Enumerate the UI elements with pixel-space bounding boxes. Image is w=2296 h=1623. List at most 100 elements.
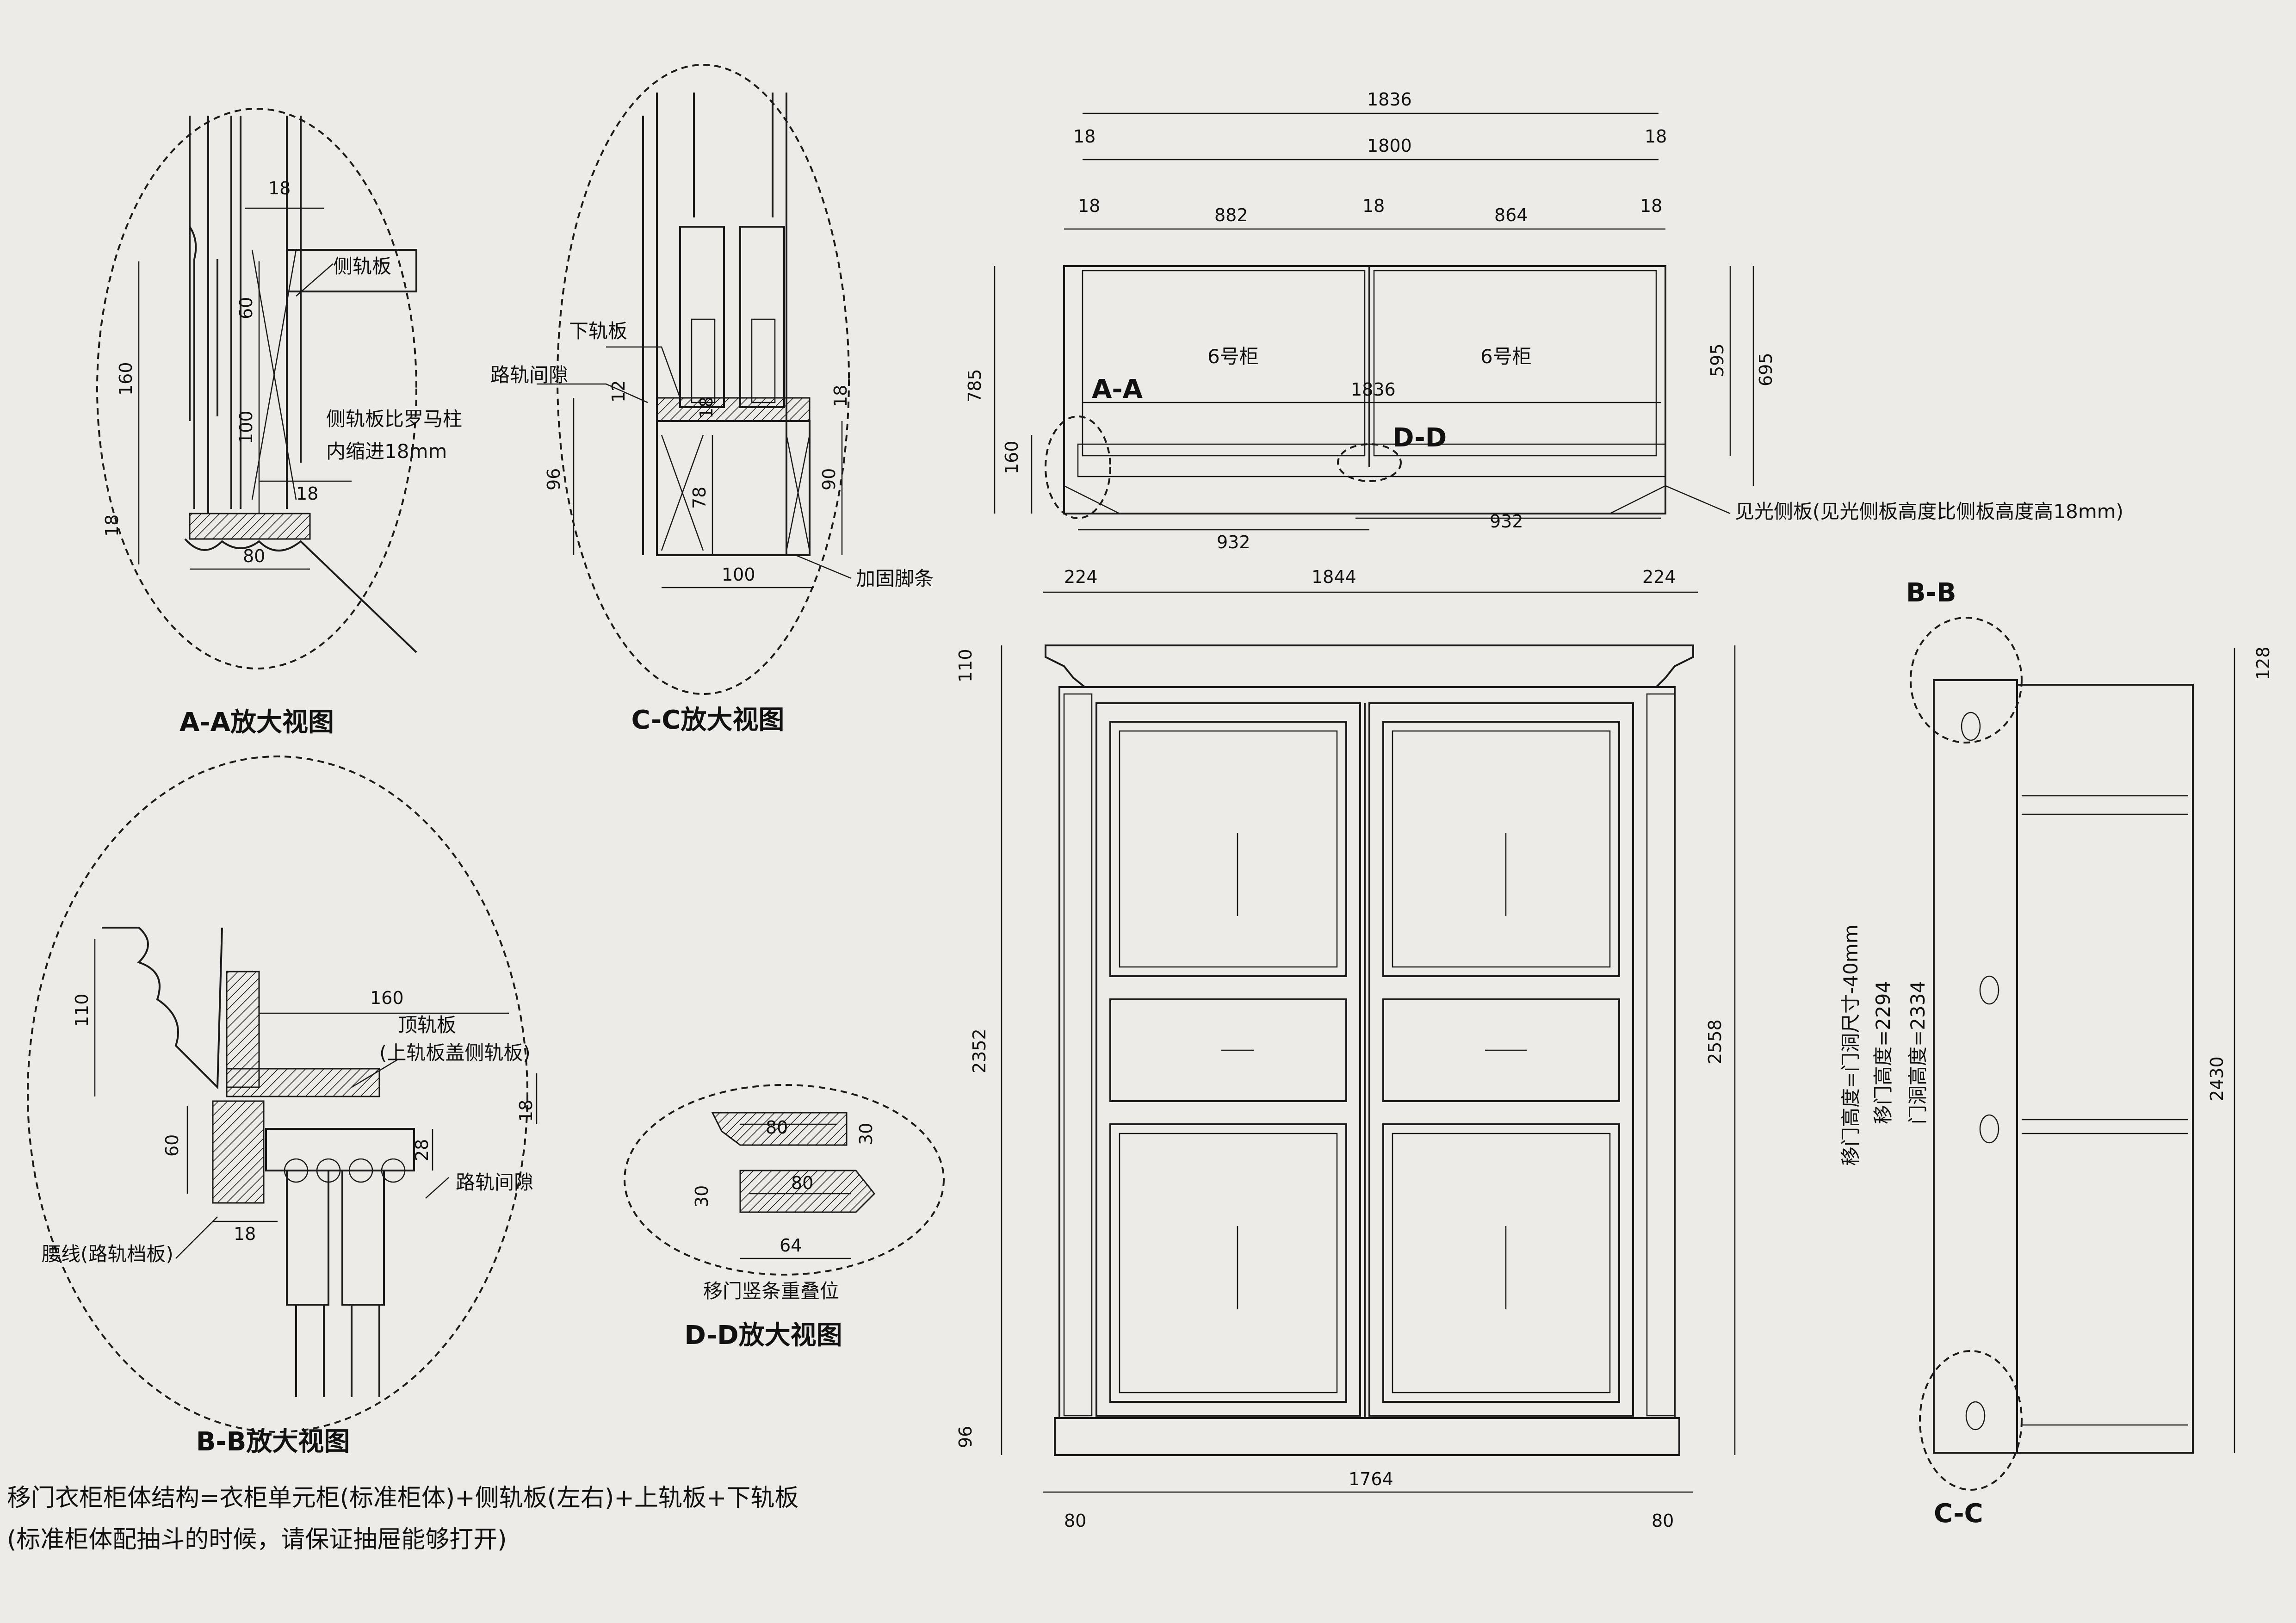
bb-dim-text-18a: 18 bbox=[234, 1224, 256, 1244]
plan-cabinet-left bbox=[1082, 270, 1366, 457]
cc-frame-lines bbox=[642, 93, 787, 555]
aa-dim-text-18-mid: 18 bbox=[296, 483, 318, 504]
front-text-80a: 80 bbox=[1064, 1511, 1086, 1531]
side-text-128: 128 bbox=[2253, 646, 2273, 680]
plan-label-aa: A-A bbox=[1092, 374, 1143, 404]
detail-cc: 下轨板 路轨间隙 12 18 18 96 78 90 100 加固脚条 C-C放… bbox=[490, 64, 934, 735]
front-panel-l3-inner bbox=[1119, 1133, 1338, 1394]
front-text-96: 96 bbox=[955, 1426, 976, 1448]
side-hardware bbox=[1961, 712, 1999, 1431]
bb-leader-gap bbox=[425, 1177, 449, 1199]
aa-dim-text-80: 80 bbox=[243, 546, 265, 566]
cc-plinth bbox=[656, 420, 811, 556]
aa-title: A-A放大视图 bbox=[179, 707, 334, 737]
front-text-1764: 1764 bbox=[1349, 1469, 1393, 1489]
plan-label-dd: D-D bbox=[1392, 423, 1447, 453]
front-text-80b: 80 bbox=[1652, 1511, 1674, 1531]
dd-dim-text-64: 64 bbox=[780, 1235, 802, 1256]
front-pilaster-right bbox=[1646, 693, 1676, 1417]
plan-text-1844: 1844 bbox=[1312, 567, 1356, 587]
bb-rail-track bbox=[265, 1128, 415, 1171]
detail-aa: 18 60 160 100 18 18 80 侧轨板 侧轨板比罗马柱 内缩进18… bbox=[96, 108, 462, 737]
detail-bb: 160 顶轨板 (上轨板盖侧轨板) 110 60 18 18 28 路轨间隙 腰… bbox=[27, 756, 538, 1457]
bb-frame-lines bbox=[295, 1305, 380, 1397]
cc-leader-gap bbox=[537, 383, 648, 403]
plan-side-note-leader bbox=[1665, 485, 1731, 514]
side-text-v1: 移门高度=门洞尺寸-40mm bbox=[1839, 924, 1862, 1166]
note-line2: (标准柜体配抽斗的时候，请保证抽屉能够打开) bbox=[7, 1526, 507, 1554]
front-panel-r3 bbox=[1382, 1123, 1620, 1403]
plan-text-932a: 932 bbox=[1217, 532, 1250, 552]
plan-text-882: 882 bbox=[1214, 205, 1248, 225]
dd-dim-text-80b: 80 bbox=[791, 1173, 813, 1193]
cc-bottom-rail-hatch bbox=[656, 397, 811, 422]
side-label-bb: B-B bbox=[1906, 578, 1956, 608]
bb-dim-text-18b: 18 bbox=[516, 1100, 536, 1122]
cc-door-left bbox=[679, 226, 725, 408]
cc-dim-text-18b: 18 bbox=[830, 385, 851, 407]
dd-title: D-D放大视图 bbox=[684, 1320, 842, 1350]
front-carcass bbox=[1058, 686, 1676, 1419]
cc-title: C-C放大视图 bbox=[631, 705, 785, 735]
plan-view: 1836 18 1800 18 18 882 18 864 18 6号柜 6号柜… bbox=[965, 89, 2123, 593]
aa-leader bbox=[296, 263, 334, 297]
cc-label-bottom-rail: 下轨板 bbox=[569, 320, 627, 342]
plan-text-864: 864 bbox=[1494, 205, 1528, 225]
dd-label-overlap: 移门竖条重叠位 bbox=[703, 1280, 839, 1302]
bb-outline bbox=[27, 756, 528, 1433]
front-text-2352: 2352 bbox=[969, 1028, 990, 1073]
front-text-2558: 2558 bbox=[1705, 1019, 1725, 1064]
bb-door-left bbox=[286, 1170, 329, 1306]
cc-dim-text-12: 12 bbox=[608, 380, 629, 403]
cc-dim-text-18a: 18 bbox=[696, 396, 717, 419]
plan-cab-left: 6号柜 bbox=[1207, 345, 1259, 368]
bb-top-rail-hatch bbox=[226, 1068, 380, 1097]
dd-profile-bottom bbox=[739, 1170, 876, 1213]
front-panel-l1-inner bbox=[1119, 730, 1338, 968]
plan-text-224b: 224 bbox=[1642, 567, 1676, 587]
bb-dim-text-28: 28 bbox=[412, 1139, 432, 1161]
front-text-110: 110 bbox=[955, 649, 976, 682]
dd-dim-text-80a: 80 bbox=[766, 1117, 788, 1138]
side-text-v3: 门洞高度=2334 bbox=[1906, 981, 1929, 1124]
front-panel-r3-inner bbox=[1392, 1133, 1611, 1394]
side-text-2430: 2430 bbox=[2207, 1056, 2227, 1101]
front-elevation: 110 2352 96 2558 1764 80 80 bbox=[955, 644, 1736, 1531]
bb-dim-text-110: 110 bbox=[72, 993, 92, 1027]
plan-text-18-left: 18 bbox=[1073, 126, 1095, 147]
cc-dim-text-100: 100 bbox=[722, 564, 755, 585]
dd-dim-text-30a: 30 bbox=[856, 1123, 876, 1145]
cc-leader-bottom-rail bbox=[606, 346, 681, 398]
aa-dim-text-160: 160 bbox=[116, 362, 136, 396]
plan-base-skirt bbox=[1064, 485, 1666, 514]
front-panel-l3 bbox=[1109, 1123, 1347, 1403]
front-panel-l2 bbox=[1109, 998, 1347, 1102]
bb-door-right bbox=[341, 1170, 385, 1306]
plan-text-1836: 1836 bbox=[1367, 89, 1412, 110]
plan-dd-circle bbox=[1337, 443, 1402, 482]
side-bb-circle bbox=[1910, 617, 2023, 743]
aa-dim-text-18-top: 18 bbox=[268, 178, 291, 198]
aa-base-molding bbox=[184, 538, 417, 653]
front-plinth bbox=[1054, 1417, 1680, 1456]
side-text-v2: 移门高度=2294 bbox=[1872, 981, 1894, 1124]
bb-leader-waist bbox=[175, 1216, 218, 1259]
side-elevation: B-B C-C 128 2430 移门高度=门洞尺寸-40mm 移门高度=229… bbox=[1839, 578, 2273, 1529]
cc-dim-text-90: 90 bbox=[819, 468, 839, 490]
plan-text-c18b: 18 bbox=[1362, 196, 1385, 216]
cc-outline bbox=[557, 64, 850, 695]
plan-text-c18c: 18 bbox=[1640, 196, 1662, 216]
aa-outline bbox=[96, 108, 417, 669]
bb-label-top-rail: 顶轨板 bbox=[398, 1014, 456, 1036]
plan-side-note: 见光侧板(见光侧板高度比侧板高度高18mm) bbox=[1735, 500, 2123, 523]
front-door-right bbox=[1368, 702, 1634, 1417]
side-body bbox=[2016, 684, 2194, 1454]
plan-text-695: 695 bbox=[1756, 353, 1776, 386]
plan-text-785: 785 bbox=[965, 369, 985, 403]
front-crown bbox=[1045, 644, 1694, 688]
front-door-left bbox=[1095, 702, 1361, 1417]
cc-door-right bbox=[739, 226, 785, 408]
dd-dim-text-30b: 30 bbox=[692, 1185, 712, 1208]
aa-note-line2: 内缩进18mm bbox=[326, 440, 447, 463]
